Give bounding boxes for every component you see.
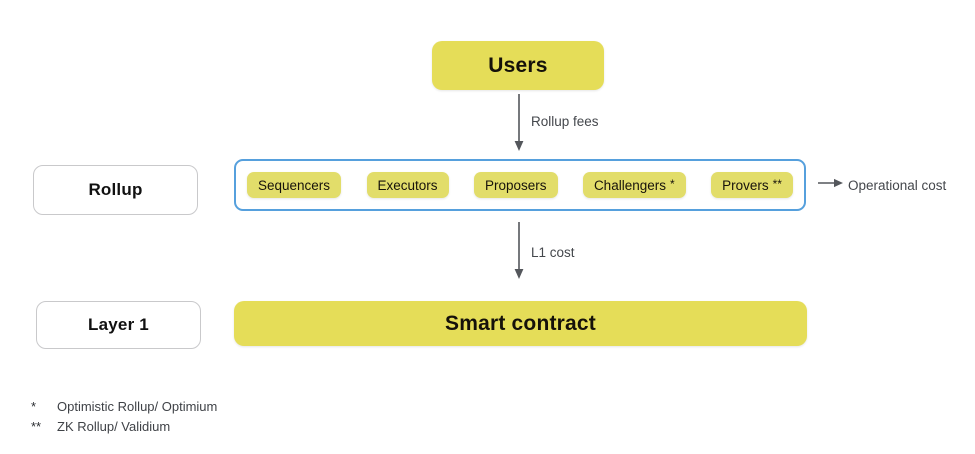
arrow-rollup-to-operational-cost-icon xyxy=(818,178,843,188)
edge-label-operational-cost: Operational cost xyxy=(848,178,947,193)
role-pill-provers-label: Provers xyxy=(722,177,769,193)
role-pill-proposers[interactable]: Proposers xyxy=(473,172,558,198)
role-pill-provers[interactable]: Provers ** xyxy=(711,172,793,198)
arrow-users-to-rollup-icon xyxy=(514,94,524,151)
footnotes: * Optimistic Rollup/ Optimium ** ZK Roll… xyxy=(31,399,531,440)
role-pill-challengers[interactable]: Challengers * xyxy=(582,172,686,198)
layer-label-layer1-text: Layer 1 xyxy=(88,315,149,334)
rollup-roles-container: Sequencers Executors Proposers Challenge… xyxy=(234,159,806,211)
role-pill-challengers-label: Challengers xyxy=(593,177,666,193)
footnote-marker-double-star: ** xyxy=(31,418,42,434)
role-pill-provers-footnote-marker: ** xyxy=(772,177,782,191)
node-smart-contract: Smart contract xyxy=(234,301,807,346)
footnote-text-zk: ZK Rollup/ Validium xyxy=(57,418,171,434)
footnote-row: * Optimistic Rollup/ Optimium xyxy=(31,399,531,415)
footnote-row: ** ZK Rollup/ Validium xyxy=(31,418,531,435)
edge-label-rollup-fees: Rollup fees xyxy=(531,114,599,129)
layer-label-rollup-text: Rollup xyxy=(88,180,143,199)
role-pill-proposers-label: Proposers xyxy=(484,177,547,193)
node-users: Users xyxy=(432,41,604,90)
node-users-label: Users xyxy=(488,53,548,77)
layer-label-rollup: Rollup xyxy=(33,165,198,215)
role-pill-sequencers-label: Sequencers xyxy=(258,177,331,193)
role-pill-challengers-footnote-marker: * xyxy=(669,177,675,191)
edge-label-l1-cost: L1 cost xyxy=(531,245,575,260)
footnote-marker-single-star: * xyxy=(31,399,37,414)
footnote-text-optimistic: Optimistic Rollup/ Optimium xyxy=(57,399,218,414)
arrow-rollup-to-layer1-icon xyxy=(514,222,524,279)
role-pill-sequencers[interactable]: Sequencers xyxy=(247,172,342,198)
layer-label-layer1: Layer 1 xyxy=(36,301,201,349)
role-pill-executors[interactable]: Executors xyxy=(366,172,449,198)
role-pill-executors-label: Executors xyxy=(377,177,438,193)
node-smart-contract-label: Smart contract xyxy=(444,311,596,335)
